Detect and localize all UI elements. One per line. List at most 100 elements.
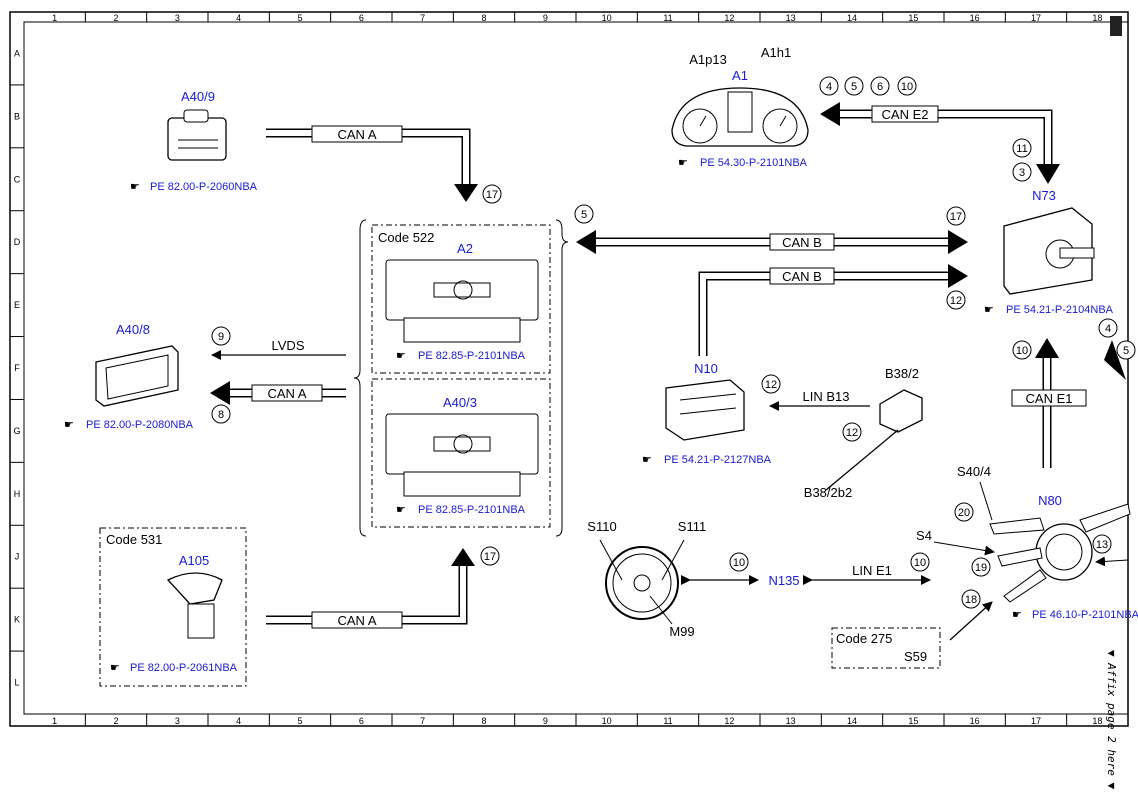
- can-a-label-top: CAN A: [337, 127, 376, 142]
- code-275-group[interactable]: Code 275 S59: [831, 601, 993, 669]
- n73-ignition-switch[interactable]: N73 ☛ PE 54.21-P-2104NBA: [984, 188, 1114, 316]
- col-label-3: 3: [175, 716, 180, 726]
- pointer-icon: ☛: [110, 662, 120, 674]
- can-e2-label: CAN E2: [882, 107, 929, 122]
- marker-12-lower: [842, 422, 862, 442]
- b38-2b2-label: B38/2b2: [804, 485, 852, 500]
- col-label-12: 12: [724, 13, 734, 23]
- col-label-4: 4: [236, 13, 241, 23]
- svg-text:3: 3: [1019, 167, 1025, 179]
- a40-9-component[interactable]: A40/9 ☛ PE 82.00-P-2060NBA: [130, 89, 258, 193]
- code-522-group: Code 522: [353, 219, 569, 537]
- a1-instrument-cluster[interactable]: A1p13 A1h1 A1 ☛ PE 54.30-P-2101NBA: [671, 45, 809, 169]
- a2-ref: PE 82.85-P-2101NBA: [418, 350, 526, 362]
- marker-19: [971, 557, 991, 577]
- n135-label[interactable]: N135: [768, 573, 799, 588]
- col-label-5: 5: [297, 13, 302, 23]
- a105-label: A105: [179, 553, 209, 568]
- pointer-icon: ☛: [396, 504, 406, 516]
- row-label-K: K: [14, 615, 20, 625]
- svg-text:CAN A: CAN A: [267, 386, 306, 401]
- row-label-F: F: [14, 363, 20, 373]
- steering-wheel[interactable]: S110 S111 M99: [587, 519, 706, 639]
- col-label-15: 15: [908, 13, 918, 23]
- marker-6-top: [870, 76, 890, 96]
- marker-17-top: [482, 184, 502, 204]
- can-a-bus-bottom: CAN A: [266, 548, 475, 629]
- col-label-2: 2: [113, 13, 118, 23]
- pointer-icon: ☛: [642, 454, 652, 466]
- pointer-icon: ☛: [1012, 609, 1022, 621]
- col-label-11: 11: [663, 13, 672, 23]
- svg-text:19: 19: [975, 562, 987, 574]
- svg-text:4: 4: [1105, 323, 1111, 335]
- lin-e1-label: LIN E1: [852, 563, 892, 578]
- row-label-D: D: [14, 237, 21, 247]
- a2-label: A2: [457, 241, 473, 256]
- rain-sensor-icon: [879, 389, 923, 433]
- grid-ticks: 1122334455667788991010111112121313141415…: [10, 12, 1102, 726]
- marker-10-left: [729, 552, 749, 572]
- s110-label: S110: [587, 519, 616, 534]
- marker-10-top: [897, 76, 917, 96]
- svg-text:10: 10: [901, 81, 913, 93]
- a1-label: A1: [732, 68, 748, 83]
- a2-component[interactable]: A2 ☛ PE 82.85-P-2101NBA: [385, 241, 539, 362]
- module-icon: [665, 379, 745, 441]
- can-b-label-upper: CAN B: [782, 235, 822, 250]
- a40-9-label: A40/9: [181, 89, 215, 104]
- a40-8-label: A40/8: [116, 322, 150, 337]
- s4-label: S4: [916, 528, 932, 543]
- n80-label: N80: [1038, 493, 1062, 508]
- a40-9-ref: PE 82.00-P-2060NBA: [150, 181, 258, 193]
- col-label-6: 6: [359, 716, 364, 726]
- svg-text:8: 8: [218, 409, 224, 421]
- s59-label: S59: [904, 649, 927, 664]
- a40-3-component[interactable]: A40/3 ☛ PE 82.85-P-2101NBA: [385, 395, 539, 516]
- col-label-8: 8: [481, 13, 486, 23]
- marker-17-bottom: [480, 546, 500, 566]
- row-label-J: J: [15, 552, 20, 562]
- code-275-label: Code 275: [836, 631, 892, 646]
- col-label-9: 9: [543, 716, 548, 726]
- code-531-group[interactable]: Code 531 A105 ☛ PE 82.00-P-2061NBA: [99, 527, 247, 687]
- marker-5-right: [1116, 340, 1136, 360]
- code-522-label: Code 522: [378, 230, 434, 245]
- marker-10-right: [1012, 340, 1032, 360]
- a40-8-component[interactable]: A40/8 ☛ PE 82.00-P-2080NBA: [64, 322, 194, 431]
- svg-text:17: 17: [950, 211, 962, 223]
- row-label-H: H: [14, 489, 21, 499]
- svg-text:10: 10: [914, 557, 926, 569]
- affix-note: ▼ Affix page 2 here ▼: [1105, 650, 1118, 789]
- pointer-icon: ☛: [396, 350, 406, 362]
- svg-text:10: 10: [733, 557, 745, 569]
- marker-11: [1012, 138, 1032, 158]
- row-label-A: A: [14, 48, 20, 58]
- col-label-18: 18: [1092, 716, 1102, 726]
- a1-ref: PE 54.30-P-2101NBA: [700, 157, 808, 169]
- col-label-9: 9: [543, 13, 548, 23]
- a40-8-display-icon: [95, 345, 179, 407]
- marker-5-top: [844, 76, 864, 96]
- n80-steering-column-module[interactable]: S40/4 N80 S4 ☛ PE 46.10-P-2101NBA: [916, 464, 1138, 621]
- row-label-B: B: [14, 111, 20, 121]
- can-b-bus-upper: CAN B: [576, 230, 968, 254]
- marker-17-right: [946, 206, 966, 226]
- svg-text:CAN B: CAN B: [782, 269, 822, 284]
- marker-9: [211, 326, 231, 346]
- svg-text:12: 12: [950, 295, 962, 307]
- s111-label: S111: [678, 519, 706, 534]
- lvds-label: LVDS: [272, 338, 305, 353]
- pointer-icon: ☛: [678, 157, 688, 169]
- arrow-right-edge: [1104, 340, 1126, 380]
- svg-text:11: 11: [1016, 143, 1027, 155]
- col-label-17: 17: [1031, 716, 1041, 726]
- col-label-11: 11: [663, 716, 672, 726]
- marker-3: [1012, 162, 1032, 182]
- n10-module[interactable]: N10 ☛ PE 54.21-P-2127NBA: [642, 361, 772, 466]
- n10-ref: PE 54.21-P-2127NBA: [664, 454, 772, 466]
- b38-2-sensor[interactable]: B38/2 B38/2b2: [804, 366, 923, 500]
- marker-10-mid: [910, 552, 930, 572]
- marker-18: [961, 589, 981, 609]
